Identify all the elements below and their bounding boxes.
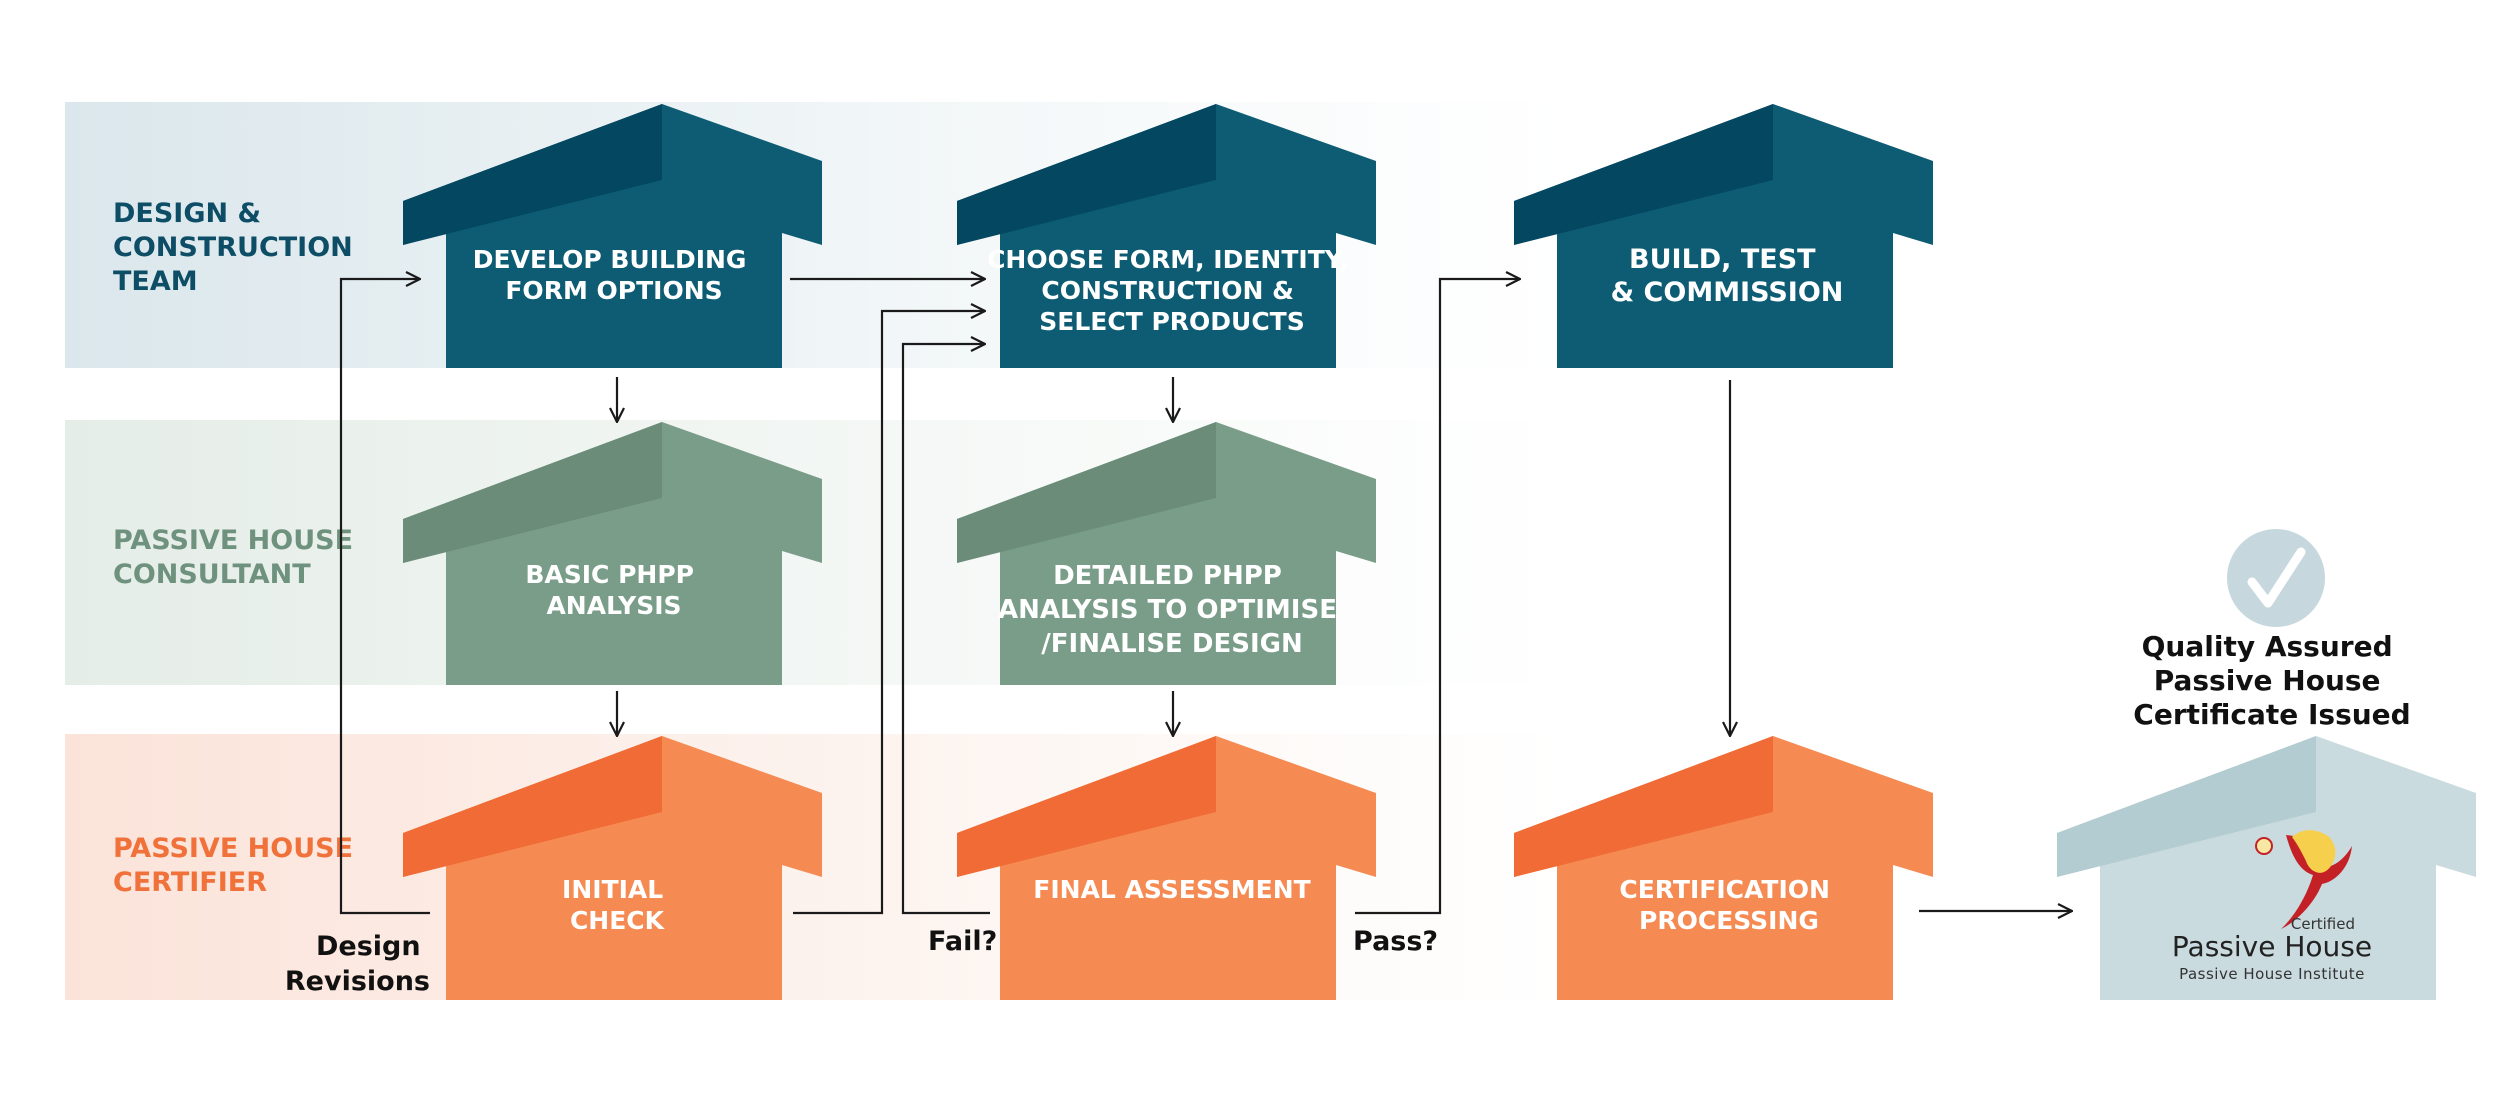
step-choose-form-identity: CHOOSE FORM, IDENTITY, CONSTRUCTION & SE… bbox=[957, 104, 1376, 368]
logo-passive-house-text: Passive House bbox=[2172, 930, 2372, 963]
certified-house-outcome bbox=[2057, 736, 2476, 1000]
lane-label-design: DESIGN & CONSTRUCTION TEAM bbox=[113, 198, 362, 297]
passive-house-logo-icon bbox=[2255, 830, 2352, 929]
arrow-design-revisions-loop bbox=[339, 279, 430, 915]
passive-house-logo: Certified Passive House Passive House In… bbox=[2172, 830, 2372, 983]
fail-note: Fail? bbox=[928, 926, 997, 957]
arrow-pass-to-build bbox=[1355, 279, 1520, 915]
svg-text:CERTIFICATION PROCESSING: CERTIFICATION PROCESSING bbox=[1619, 875, 1838, 935]
step-build-test-commission: BUILD, TEST & COMMISSION bbox=[1514, 104, 1933, 368]
svg-text:INITIAL CHECK: INITIAL CHECK bbox=[562, 875, 672, 935]
svg-text:DEVELOP BUILDING FORM OP: DEVELOP BUILDING FORM OPTIONS bbox=[473, 245, 755, 305]
step-certification-processing: CERTIFICATION PROCESSING bbox=[1514, 736, 1933, 1000]
step-final-assessment: FINAL ASSESSMENT bbox=[957, 736, 1376, 1000]
step-detailed-phpp-analysis: DETAILED PHPP ANALYSIS TO OPTIMISE /FINA… bbox=[957, 422, 1376, 685]
svg-text:DETAILED PHPP ANALYSIS T: DETAILED PHPP ANALYSIS TO OPTIMISE /FINA… bbox=[998, 561, 1346, 659]
lane-label-certifier: PASSIVE HOUSE CERTIFIER bbox=[113, 833, 362, 898]
svg-text:FINAL ASSESSMENT: FINAL ASSESSMENT bbox=[1033, 875, 1310, 904]
svg-text:CHOOSE FORM, IDENTITY, C: CHOOSE FORM, IDENTITY, CONSTRUCTION & SE… bbox=[987, 245, 1357, 336]
checkmark-icon bbox=[2227, 529, 2325, 627]
design-revisions-note: Design Revisions bbox=[285, 931, 430, 997]
logo-certified-text: Certified bbox=[2291, 915, 2355, 933]
step-initial-check: INITIAL CHECK bbox=[403, 736, 822, 1000]
step-develop-building-form: DEVELOP BUILDING FORM OPTIONS bbox=[403, 104, 822, 368]
svg-text:BUILD, TEST & COMMISSION: BUILD, TEST & COMMISSION bbox=[1611, 244, 1844, 308]
flow-arrows bbox=[339, 279, 2072, 915]
lane-label-consultant: PASSIVE HOUSE CONSULTANT bbox=[113, 525, 362, 590]
step-basic-phpp-analysis: BASIC PHPP ANALYSIS bbox=[403, 422, 822, 685]
logo-institute-text: Passive House Institute bbox=[2179, 965, 2365, 983]
arrow-initial-to-choose bbox=[793, 311, 985, 915]
svg-text:BASIC PHPP ANALYSIS: BASIC PHPP ANALYSIS bbox=[525, 560, 702, 620]
pass-note: Pass? bbox=[1353, 926, 1438, 957]
arrow-fail-to-choose bbox=[901, 344, 990, 915]
quality-assured-title: Quality Assured Passive House Certificat… bbox=[2133, 630, 2410, 731]
